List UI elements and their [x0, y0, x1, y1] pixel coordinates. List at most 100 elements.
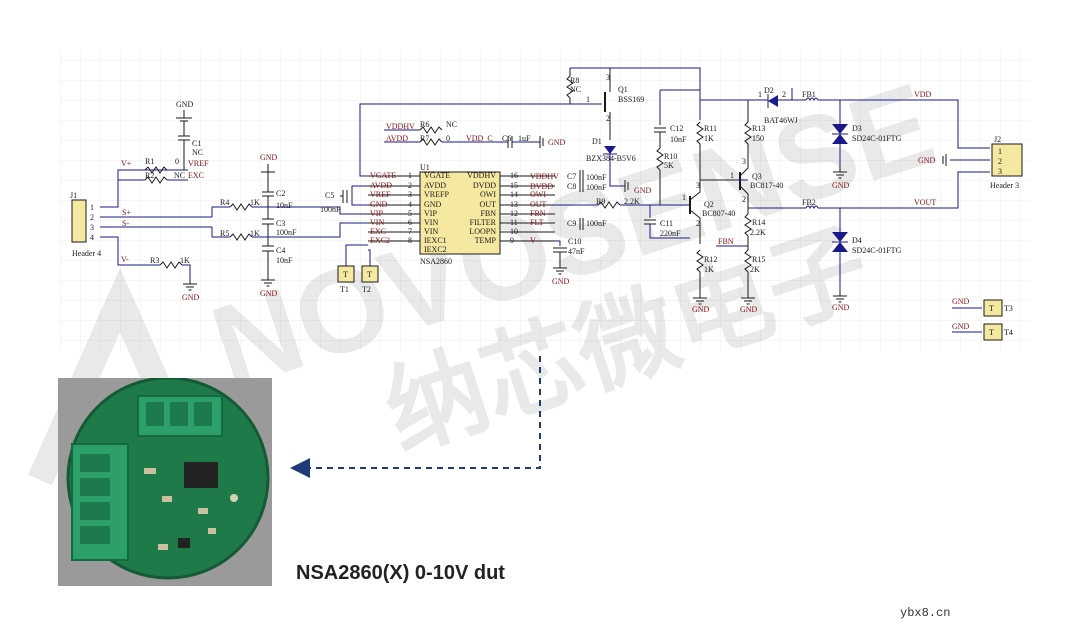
q2-ref: Q2 [704, 200, 714, 209]
net-vplus: V+ [121, 159, 132, 168]
caption: NSA2860(X) 0-10V dut [296, 562, 505, 584]
gnd-label-d3: GND [832, 181, 850, 190]
gnd-label-c10: GND [552, 277, 570, 286]
net-sminus: S- [122, 219, 129, 228]
q2-val: BC807-40 [702, 209, 735, 218]
ic-left-pin-num-3: 4 [408, 200, 412, 209]
ic-right-pin-name-0: VDDHV [467, 171, 496, 180]
j1-pin-4: 4 [90, 233, 94, 242]
j2-pin-1: 1 [998, 147, 1002, 156]
net-vddc: VDD_C [466, 134, 493, 143]
r13-ref: R13 [752, 124, 765, 133]
r15-ref: R15 [752, 255, 765, 264]
j2-pin-2: 2 [998, 157, 1002, 166]
r9-val: 2.2K [624, 197, 640, 206]
r4-ref: R4 [220, 198, 229, 207]
ic-left-pin-name-2: VREFP [424, 190, 449, 199]
q2-pin2: 2 [696, 219, 700, 228]
gnd-label-t4: GND [952, 322, 970, 331]
ic-right-pin-name-4: FBN [480, 209, 496, 218]
pcb-photo [58, 378, 272, 586]
c11-val: 220nF [660, 229, 681, 238]
r14-val: 2.2K [750, 228, 766, 237]
ic-right-net-4: FBN [530, 209, 546, 218]
ic-left-pin-name-7: IEXC1 [424, 236, 447, 245]
r7-ref: R7 [420, 134, 429, 143]
ic-left-pin-name-8: IEXC2 [424, 245, 447, 254]
connector-j2: J2 1 2 3 Header 3 [990, 135, 1023, 190]
ic-left-pin-name-1: AVDD [424, 181, 446, 190]
ic-right-net-7: V- [530, 236, 538, 245]
ic-right-pin-num-4: 12 [510, 209, 518, 218]
d2-val: BAT46WJ [764, 116, 798, 125]
c2-ref: C2 [276, 189, 285, 198]
r6-val: NC [446, 120, 457, 129]
net-vminus: V- [121, 255, 129, 264]
d2-pin2: 2 [782, 90, 786, 99]
c12-val: 10nF [670, 135, 687, 144]
fb1-ref: FB1 [802, 90, 816, 99]
tp3-ref: T3 [1004, 304, 1013, 313]
r15-val: 2K [750, 265, 760, 274]
ic-left-net-3: GND [370, 200, 388, 209]
c6-val: 1uF [518, 134, 531, 143]
ic-left-pin-name-3: GND [424, 200, 442, 209]
r5-ref: R5 [220, 229, 229, 238]
net-vddhv-c7: VDDHV [530, 172, 559, 181]
j1-pin-1: 1 [90, 203, 94, 212]
j1-name: Header 4 [72, 249, 101, 258]
net-dvdd: DVDD [530, 182, 553, 191]
c3-val: 100nF [276, 228, 297, 237]
ic-right-pin-num-3: 13 [510, 200, 518, 209]
ic-left-pin-name-6: VIN [424, 227, 438, 236]
d3-val: SD24C-01FTG [852, 134, 902, 143]
ic-left-pin-num-4: 5 [408, 209, 412, 218]
r3-val: 1K [180, 256, 190, 265]
j2-ref: J2 [994, 135, 1001, 144]
ic-left-net-5: VIN [370, 218, 384, 227]
tp2-t: T [367, 270, 372, 279]
ic-left-net-2: VREF [370, 190, 391, 199]
ic-right-pin-num-6: 10 [510, 227, 518, 236]
ic-right-net-2: OWI [530, 190, 546, 199]
c1-ref: C1 [192, 139, 201, 148]
c10-val: 47nF [568, 247, 585, 256]
net-splus: S+ [122, 208, 131, 217]
c7-ref: C7 [567, 172, 576, 181]
q1-ref: Q1 [618, 85, 628, 94]
r12-val: 1K [704, 265, 714, 274]
ic-left-pin-num-1: 2 [408, 181, 412, 190]
gnd-label-t3: GND [952, 297, 970, 306]
r7-val: 0 [446, 134, 450, 143]
ic-left-pin-num-6: 7 [408, 227, 412, 236]
d1-val: BZX384-B5V6 [586, 154, 636, 163]
ic-left-net-0: VGATE [370, 171, 396, 180]
net-vout: VOUT [914, 198, 936, 207]
ic-right-net-3: OUT [530, 200, 547, 209]
c6-ref: C6 [502, 134, 511, 143]
c9-ref: C9 [567, 219, 576, 228]
fb2-ref: FB2 [802, 198, 816, 207]
gnd-label-c6: GND [548, 138, 566, 147]
q3-val: BC817-40 [750, 181, 783, 190]
q1-pin3: 3 [606, 73, 610, 82]
r11-ref: R11 [704, 124, 717, 133]
c1-val: NC [192, 148, 203, 157]
r4-val: 1K [250, 198, 260, 207]
tp2-ref: T2 [362, 285, 371, 294]
ic-left-net-4: VIP [370, 209, 383, 218]
q1-pin2: 2 [606, 114, 610, 123]
q3-pin2: 2 [742, 195, 746, 204]
c9-val: 100nF [586, 219, 607, 228]
tp1-ref: T1 [340, 285, 349, 294]
r8-val: NC [570, 85, 581, 94]
r3-ref: R3 [150, 256, 159, 265]
r9-ref: R9 [596, 197, 605, 206]
r1-val: 0 [175, 157, 179, 166]
tp1-t: T [343, 270, 348, 279]
r2-val: NC [174, 171, 185, 180]
u1-ref: U1 [420, 163, 430, 172]
